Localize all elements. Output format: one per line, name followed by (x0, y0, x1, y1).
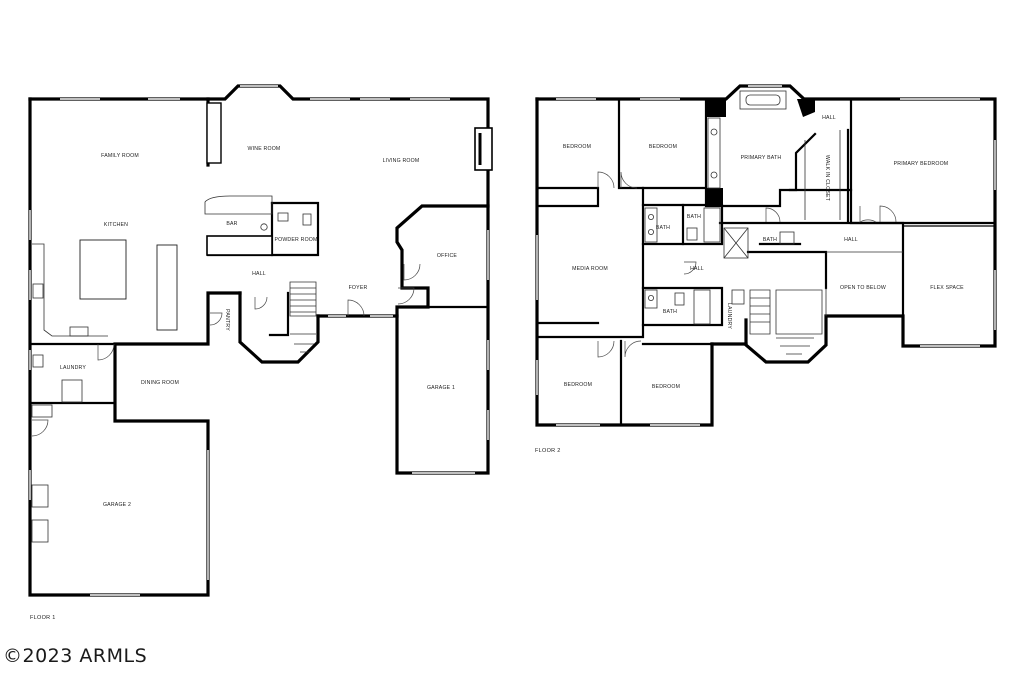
room-label-bedroom-4: BEDROOM (652, 384, 680, 390)
room-label-laundry: LAUNDRY (60, 365, 86, 371)
room-label-bedroom-1: BEDROOM (563, 144, 591, 150)
room-label-primary-bedroom: PRIMARY BEDROOM (894, 161, 949, 167)
room-label-flex-space: FLEX SPACE (930, 285, 964, 291)
room-label-family-room: FAMILY ROOM (101, 153, 139, 159)
room-label-foyer: FOYER (349, 285, 368, 291)
room-label-laundry-2: LAUNDRY (726, 303, 732, 329)
room-label-office: OFFICE (437, 253, 458, 259)
room-label-garage-1: GARAGE 1 (427, 385, 455, 391)
room-label-media-room: MEDIA ROOM (572, 266, 608, 272)
room-label-hall: HALL (252, 271, 266, 277)
room-label-living-room: LIVING ROOM (383, 158, 420, 164)
room-label-open-to-below: OPEN TO BELOW (840, 285, 886, 291)
floor-1-label: FLOOR 1 (30, 615, 56, 621)
room-label-bath-2: BATH (656, 225, 670, 231)
room-label-bar: BAR (226, 221, 237, 227)
room-label-primary-bath: PRIMARY BATH (741, 155, 782, 161)
room-label-bath-1: BATH (687, 214, 701, 220)
room-label-hall-small: HALL (690, 266, 704, 272)
room-label-garage-2: GARAGE 2 (103, 502, 131, 508)
room-label-walk-in-closet: WALK IN CLOSET (824, 155, 830, 202)
room-label-pantry: PANTRY (224, 309, 230, 331)
room-label-bedroom-3: BEDROOM (564, 382, 592, 388)
floor-1-labels: FAMILY ROOM WINE ROOM LIVING ROOM KITCHE… (30, 146, 457, 621)
room-label-kitchen: KITCHEN (104, 222, 128, 228)
room-label-powder-room: POWDER ROOM (274, 237, 317, 243)
room-label-dining-room: DINING ROOM (141, 380, 179, 386)
floor-2-label: FLOOR 2 (535, 448, 561, 454)
room-label-bedroom-2: BEDROOM (649, 144, 677, 150)
floor-2-labels: BEDROOM BEDROOM PRIMARY BATH HALL PRIMAR… (535, 115, 964, 454)
floor-1-plan (28, 84, 493, 597)
room-label-bath-3: BATH (763, 237, 777, 243)
room-label-wine-room: WINE ROOM (248, 146, 281, 152)
room-label-hall-top: HALL (822, 115, 836, 121)
room-label-bath-4: BATH (663, 309, 677, 315)
floor-2-plan (535, 84, 997, 427)
room-label-hall-main: HALL (844, 237, 858, 243)
copyright-watermark: ©2023 ARMLS (3, 645, 148, 667)
